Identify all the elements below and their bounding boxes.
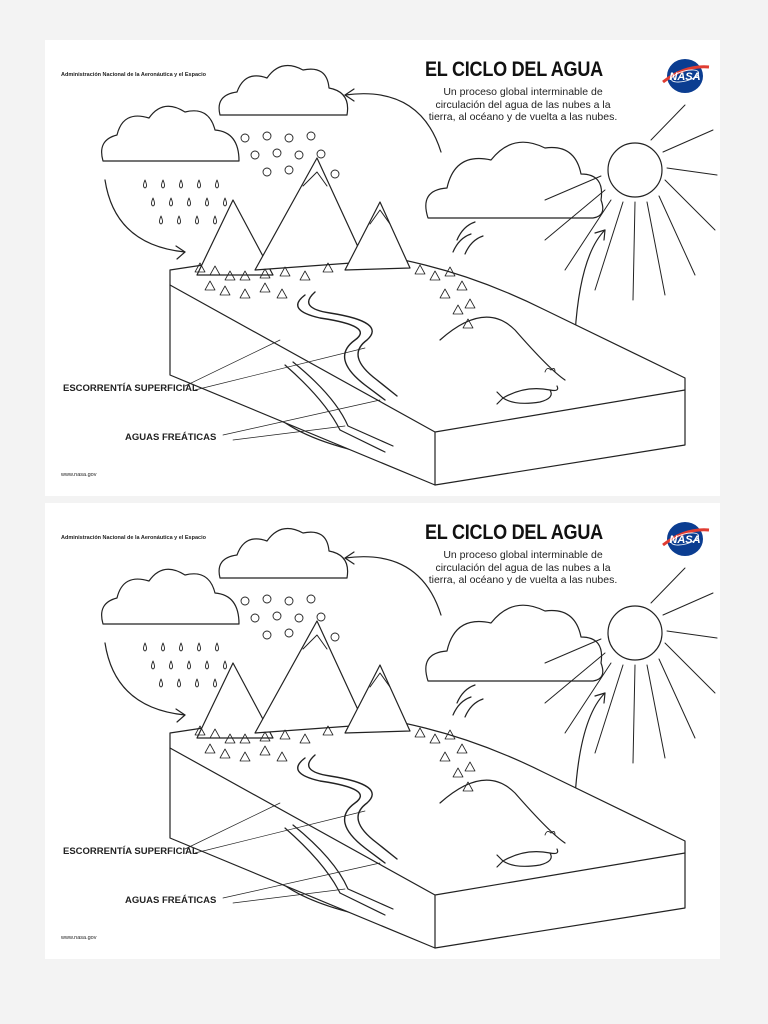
agency-name: Administración Nacional de la Aeronáutic… <box>61 535 206 541</box>
runoff-label: ESCORRENTÍA SUPERFICIAL <box>63 846 198 857</box>
poster-sheet-bottom: Administración Nacional de la Aeronáutic… <box>45 503 720 959</box>
snow-cloud <box>218 527 349 579</box>
river <box>297 757 386 864</box>
water-cycle-illustration <box>101 527 718 949</box>
water-cycle-illustration <box>101 64 718 486</box>
trees <box>194 725 476 792</box>
evaporation-cloud <box>425 604 604 682</box>
snowflakes <box>240 131 340 179</box>
trees <box>194 262 476 329</box>
mountain-right <box>344 201 411 271</box>
rain-drops <box>143 642 227 688</box>
rain-cloud <box>101 568 240 625</box>
agency-name: Administración Nacional de la Aeronáutic… <box>61 72 206 78</box>
mountain-right <box>344 664 411 734</box>
poster-sheet-top: Administración Nacional de la Aeronáutic… <box>45 40 720 496</box>
poster-title: EL CICLO DEL AGUA <box>425 58 603 81</box>
rain-drops <box>143 179 227 225</box>
terrain-block <box>169 247 686 486</box>
rain-cloud <box>101 105 240 162</box>
sun-rays <box>544 567 718 764</box>
river <box>297 294 386 401</box>
whale <box>496 385 559 405</box>
snowflakes <box>240 594 340 642</box>
nasa-logo-text: NASA <box>669 534 700 546</box>
nasa-logo: NASA <box>662 522 710 556</box>
sun <box>607 142 663 198</box>
groundwater-label: AGUAS FREÁTICAS <box>125 432 217 443</box>
poster-title: EL CICLO DEL AGUA <box>425 521 603 544</box>
sun <box>607 605 663 661</box>
mountain-left <box>196 662 274 739</box>
terrain-block <box>169 710 686 949</box>
groundwater-channel <box>284 824 394 916</box>
mountain-center <box>254 620 366 734</box>
runoff-label: ESCORRENTÍA SUPERFICIAL <box>63 383 198 394</box>
nasa-logo: NASA <box>662 59 710 93</box>
website-url: www.nasa.gov <box>61 472 97 478</box>
mountain-left <box>196 199 274 276</box>
mountain-center <box>254 157 366 271</box>
snow-cloud <box>218 64 349 116</box>
poster-description: Un proceso global interminable de circul… <box>428 549 618 586</box>
nasa-logo-text: NASA <box>669 71 700 83</box>
sun-rays <box>544 104 718 301</box>
website-url: www.nasa.gov <box>61 935 97 941</box>
poster-description: Un proceso global interminable de circul… <box>428 86 618 123</box>
groundwater-channel <box>284 361 394 453</box>
groundwater-label: AGUAS FREÁTICAS <box>125 895 217 906</box>
evaporation-cloud <box>425 141 604 219</box>
whale <box>496 848 559 868</box>
